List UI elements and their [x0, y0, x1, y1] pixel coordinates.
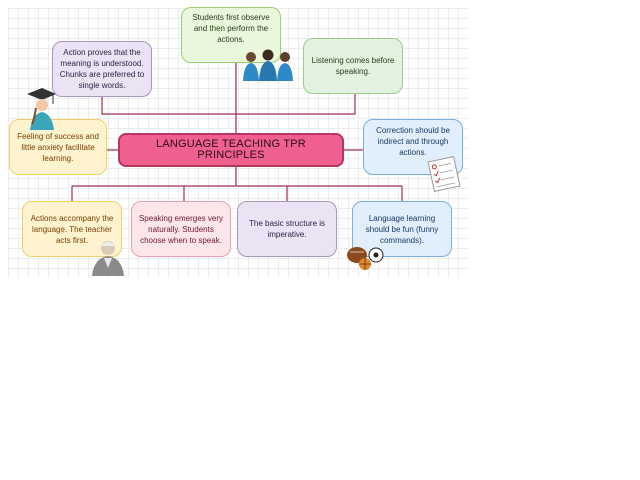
node-action-proves[interactable]: Action proves that the meaning is unders… — [52, 41, 152, 97]
node-speaking-emerges[interactable]: Speaking emerges very naturally. Student… — [131, 201, 231, 257]
central-topic[interactable]: LANGUAGE TEACHING TPR PRINCIPLES — [118, 133, 344, 167]
checklist-icon — [426, 155, 462, 193]
node-speaking-emerges-text: Speaking emerges very naturally. Student… — [138, 213, 224, 246]
graduate-icon — [24, 86, 58, 130]
node-listening-text: Listening comes before speaking. — [310, 55, 396, 77]
node-action-proves-text: Action proves that the meaning is unders… — [59, 47, 145, 91]
teacher-icon — [90, 238, 126, 276]
node-imperative[interactable]: The basic structure is imperative. — [237, 201, 337, 257]
node-correction-text: Correction should be indirect and throug… — [370, 125, 456, 158]
students-icon — [241, 47, 295, 81]
node-success-text: Feeling of success and little anxiety fa… — [16, 131, 100, 164]
node-observe-perform-text: Students first observe and then perform … — [188, 12, 274, 45]
node-imperative-text: The basic structure is imperative. — [244, 218, 330, 240]
central-topic-label: LANGUAGE TEACHING TPR PRINCIPLES — [126, 139, 336, 161]
node-listening[interactable]: Listening comes before speaking. — [303, 38, 403, 94]
sports-balls-icon — [345, 241, 387, 271]
